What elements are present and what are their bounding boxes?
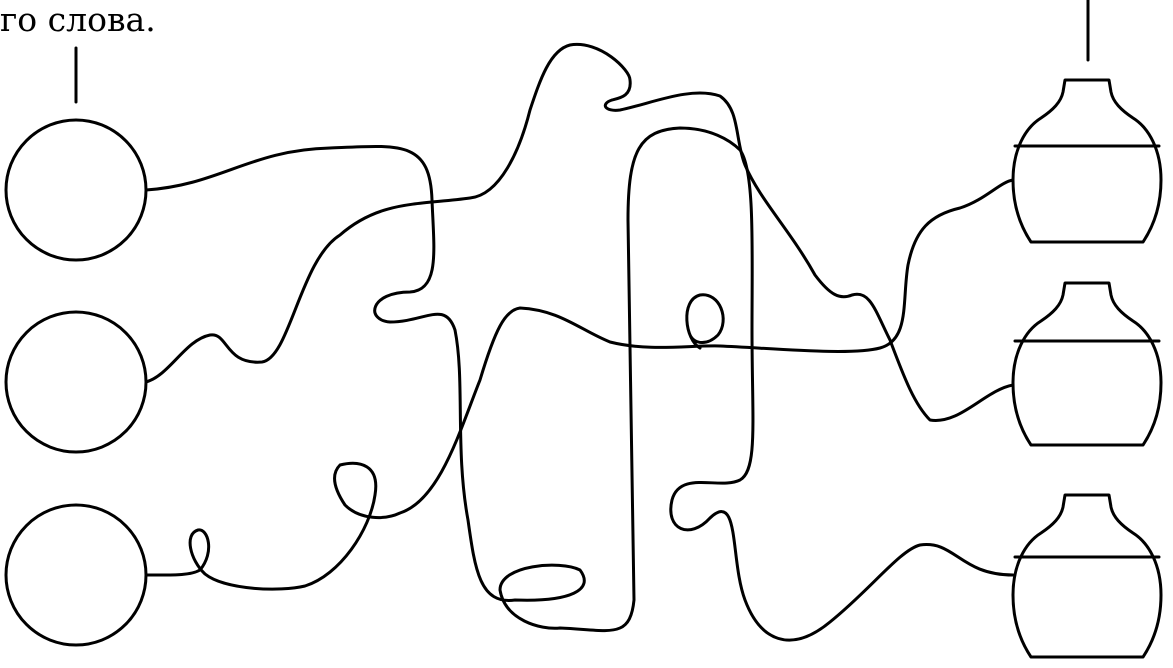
tangled-line-2[interactable] [146, 44, 1013, 420]
vase-middle[interactable] [1013, 283, 1161, 445]
vase-outline [1013, 495, 1161, 657]
circle-middle[interactable] [6, 312, 146, 452]
vase-outline [1013, 283, 1161, 445]
tangled-line-3[interactable] [146, 180, 1013, 589]
tangled-line-1[interactable] [146, 128, 1013, 640]
circle-top[interactable] [6, 120, 146, 260]
circle-bottom[interactable] [6, 505, 146, 645]
vase-top[interactable] [1013, 80, 1161, 242]
vase-bottom[interactable] [1013, 495, 1161, 657]
tangled-line-loop [687, 295, 723, 348]
vase-outline [1013, 80, 1161, 242]
